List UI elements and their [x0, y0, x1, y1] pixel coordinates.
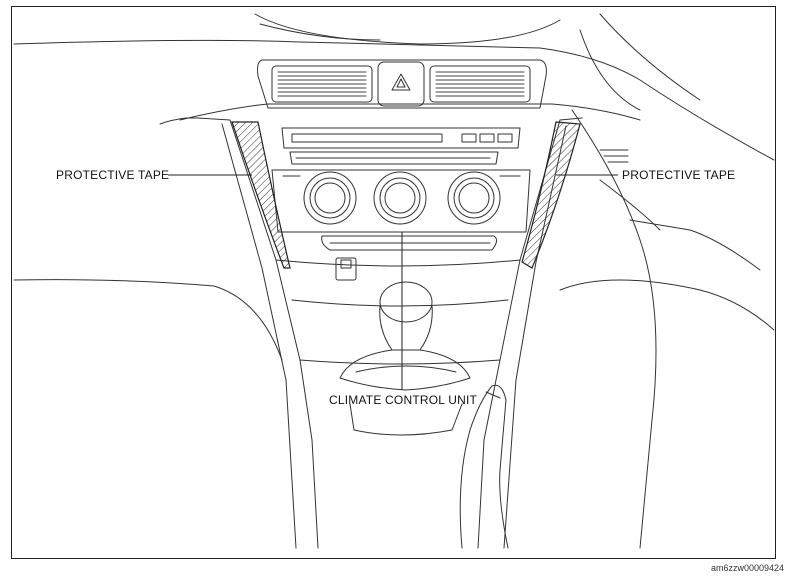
vent-louvers-left [277, 71, 367, 97]
dash-top-line [13, 39, 775, 161]
protective-tape-left-strip [231, 121, 291, 269]
figure-code: am6zzw00009424 [710, 563, 784, 573]
climate-knob-center [373, 171, 427, 225]
hazard-icon [391, 73, 411, 91]
center-vent-housing [257, 59, 547, 109]
dash-upper-bevel [254, 13, 561, 45]
climate-control-unit-label: CLIMATE CONTROL UNIT [329, 393, 478, 407]
climate-knob-left [303, 171, 357, 225]
figure-frame [11, 6, 776, 559]
climate-knob-right [447, 171, 501, 225]
protective-tape-right-strip [521, 121, 581, 269]
protective-tape-label-right: PROTECTIVE TAPE [622, 168, 736, 182]
vent-louvers-right [435, 71, 525, 97]
shift-knob [379, 281, 433, 323]
protective-tape-label-left: PROTECTIVE TAPE [56, 168, 170, 182]
shift-boot [339, 349, 471, 391]
